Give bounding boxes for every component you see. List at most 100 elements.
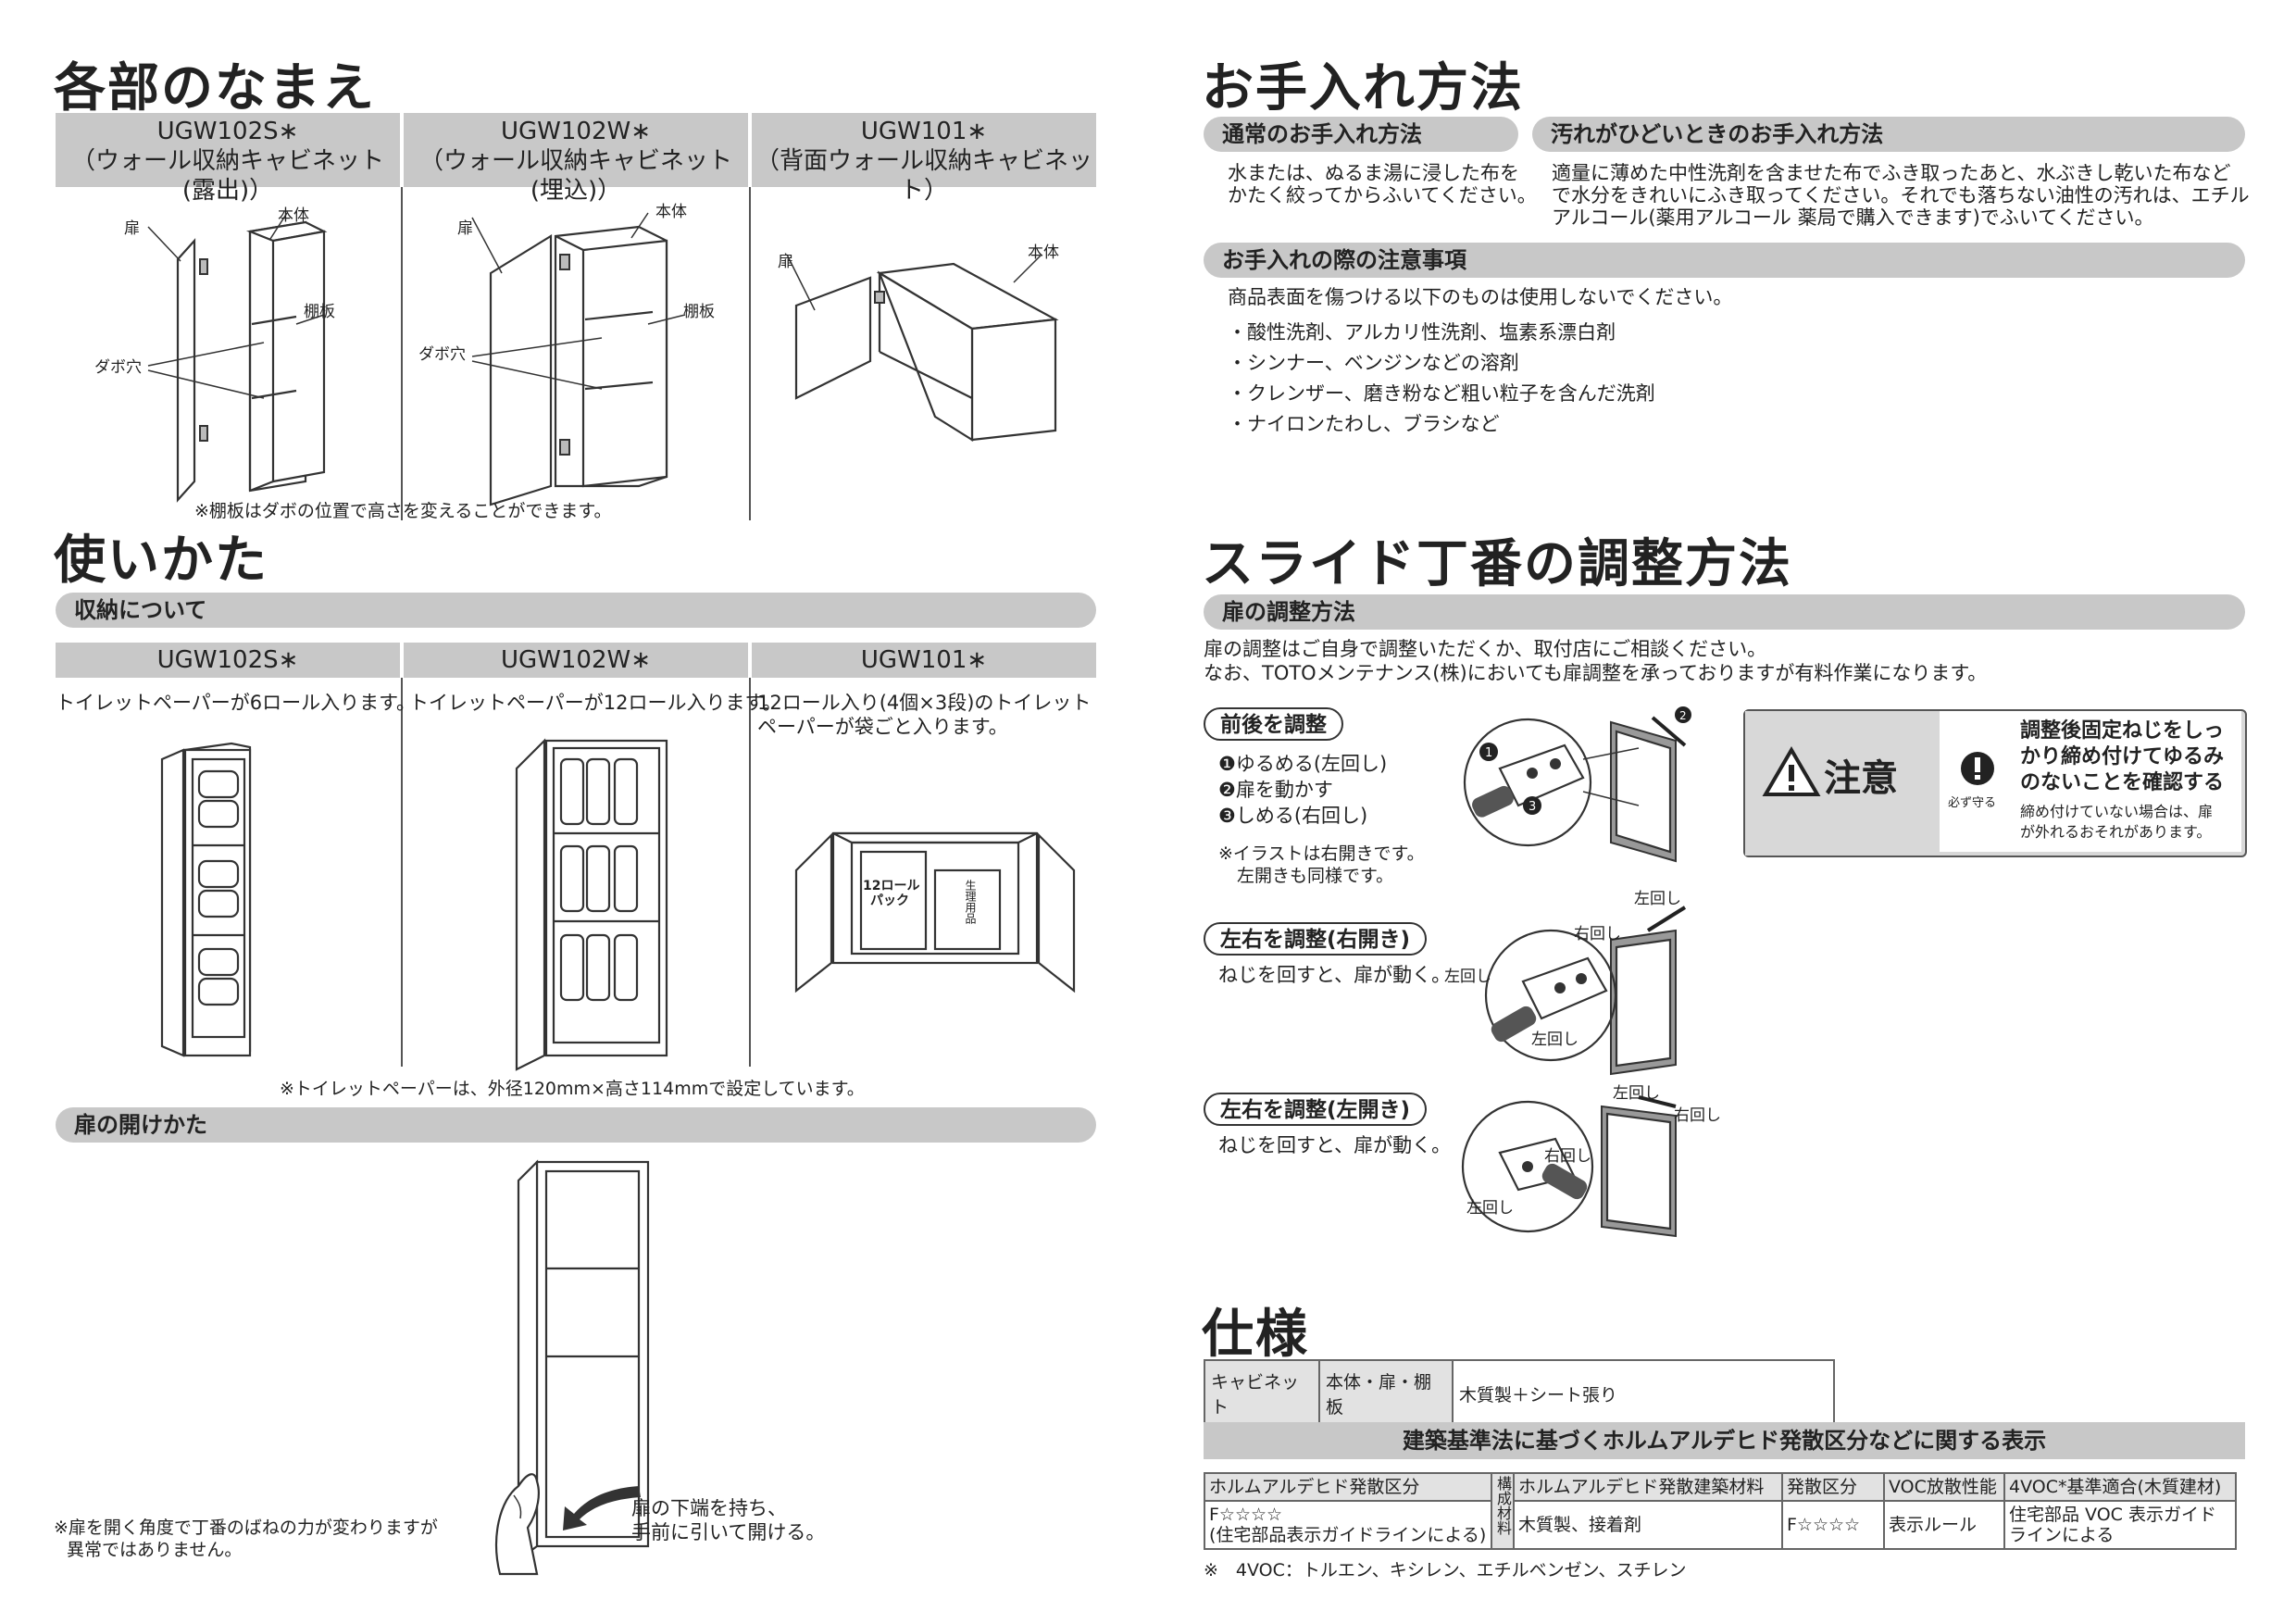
spec-cell: キャビネット — [1204, 1359, 1320, 1428]
fm-header: 構成材料 — [1491, 1472, 1515, 1550]
svg-text:1: 1 — [1485, 746, 1492, 760]
fm-header: ホルムアルデヒド発散建築材料 — [1513, 1472, 1783, 1502]
model-name: （ウォール収納キャビネット(露出)） — [70, 147, 384, 205]
fm-header: 発散区分 — [1781, 1472, 1885, 1502]
spec-title: 仕様 — [1202, 1305, 1309, 1365]
pull-arrow-icon — [563, 1486, 641, 1530]
table-row: F☆☆☆☆ (住宅部品表示ガイドラインによる) 木質製、接着剤 F☆☆☆☆ 表示… — [1204, 1500, 2237, 1550]
fm-value-line2: ラインによる — [2009, 1525, 2115, 1545]
cabinet-ugw102w-illustration — [471, 212, 686, 506]
must-do-label: 必ず守る — [1948, 796, 1997, 810]
lr-left-open-text: ねじを回すと、扉が動く。 — [1218, 1134, 1452, 1156]
pack-label-line2: パック — [870, 893, 909, 908]
label-turn-right: 右回し — [1544, 1147, 1591, 1166]
storage-text-ugw101-line2: ペーパーが袋ごと入ります。 — [757, 716, 1008, 738]
model-name: （ウォール収納キャビネット(埋込)） — [418, 147, 732, 205]
label-shelf: 棚板 — [683, 303, 715, 321]
label-door: 扉 — [778, 253, 793, 271]
lr-right-open-tag: 左右を調整(右開き) — [1204, 922, 1428, 956]
door-open-instruction-line2: 手前に引いて開ける。 — [631, 1521, 826, 1543]
spec-cell: 本体・扉・棚板 — [1318, 1359, 1454, 1428]
fb-note-line2: 左開きも同様です。 — [1237, 866, 1394, 886]
hinge-title: スライド丁番の調整方法 — [1202, 534, 1792, 594]
warning-title: 注意 — [1824, 757, 1898, 800]
caution-item: ・ナイロンたわし、ブラシなど — [1228, 413, 1500, 435]
storage-header-ugw102s: UGW102S∗ — [56, 643, 400, 678]
caution-intro: 商品表面を傷つける以下のものは使用しないでください。 — [1228, 286, 1733, 308]
label-door: 扉 — [124, 219, 140, 238]
pack-label-line1: 12ロール — [863, 879, 920, 893]
normal-care-text-line2: かたく絞ってからふいてください。 — [1228, 184, 1537, 206]
caution-item: ・クレンザー、磨き粉など粗い粒子を含んだ洗剤 — [1228, 382, 1655, 405]
label-turn-left: 左回し — [1634, 890, 1681, 908]
fb-step-3: ❸しめる(右回し) — [1218, 805, 1368, 827]
fb-step-1: ❶ゆるめる(左回し) — [1218, 753, 1388, 775]
storage-ugw102s-illustration — [160, 742, 252, 1057]
label-dowel-hole: ダボ穴 — [418, 345, 466, 364]
fm-value: 表示ルール — [1883, 1500, 2005, 1550]
warning-main-line3: のないことを確認する — [2020, 771, 2225, 794]
caution-pill: お手入れの際の注意事項 — [1204, 243, 2245, 278]
usage-title: 使いかた — [54, 531, 268, 591]
lr-right-open-text: ねじを回すと、扉が動く。 — [1218, 964, 1452, 986]
fm-value-line1: F☆☆☆☆ — [1209, 1505, 1283, 1525]
spec-cell: 木質製＋シート張り — [1452, 1359, 1835, 1428]
heavy-dirt-text-line1: 適量に薄めた中性洗剤を含ませた布でふき取ったあと、水ぶきし乾いた布など — [1552, 162, 2231, 184]
hinge-lr-right-illustration — [1484, 906, 1687, 1076]
hand-icon — [494, 1473, 540, 1576]
label-turn-right: 右回し — [1674, 1106, 1721, 1125]
model-code: UGW101∗ — [860, 118, 988, 145]
label-body: 本体 — [1028, 244, 1059, 262]
care-title: お手入れ方法 — [1202, 58, 1524, 119]
door-open-note-line2: 異常ではありません。 — [67, 1540, 243, 1560]
model-header-ugw101: UGW101∗ （背面ウォール収納キャビネット） — [752, 113, 1096, 205]
model-header-ugw102s: UGW102S∗ （ウォール収納キャビネット(露出)） — [56, 113, 400, 205]
heavy-dirt-text-line3: アルコール(薬用アルコール 薬局で購入できます)でふいてください。 — [1552, 206, 2154, 229]
model-header-ugw102w: UGW102W∗ （ウォール収納キャビネット(埋込)） — [404, 113, 748, 205]
fm-header: 4VOC*基準適合(木質建材) — [2003, 1472, 2237, 1502]
svg-text:3: 3 — [1529, 800, 1536, 814]
label-body: 本体 — [278, 206, 309, 225]
warning-sub-line1: 締め付けていない場合は、扉 — [2020, 803, 2214, 820]
fm-value-line2: (住宅部品表示ガイドラインによる) — [1209, 1525, 1487, 1545]
normal-care-text-line1: 水または、ぬるま湯に浸した布を — [1228, 162, 1519, 184]
storage-ugw102w-illustration — [515, 738, 668, 1071]
storage-pill: 収納について — [56, 593, 1096, 628]
storage-header-ugw101: UGW101∗ — [752, 643, 1096, 678]
warning-sub-line2: が外れるおそれがあります。 — [2020, 823, 2212, 841]
parts-note: ※棚板はダボの位置で高さを変えることができます。 — [194, 501, 612, 521]
warning-main-line1: 調整後固定ねじをしっ — [2020, 719, 2225, 743]
formaldehyde-table: ホルムアルデヒド発散区分 構成材料 ホルムアルデヒド発散建築材料 発散区分 VO… — [1204, 1472, 2237, 1550]
normal-care-pill: 通常のお手入れ方法 — [1204, 117, 1518, 152]
fm-value: 木質製、接着剤 — [1513, 1500, 1783, 1550]
table-row: キャビネット 本体・扉・棚板 木質製＋シート張り — [1204, 1359, 1835, 1428]
label-turn-right: 左回し — [1531, 1031, 1578, 1049]
fm-value: F☆☆☆☆ — [1781, 1500, 1885, 1550]
model-name: （背面ウォール収納キャビネット） — [755, 147, 1092, 205]
label-body: 本体 — [655, 203, 687, 221]
storage-header-ugw102w: UGW102W∗ — [404, 643, 748, 678]
fb-step-2: ❷扉を動かす — [1218, 779, 1333, 801]
door-adjust-pill: 扉の調整方法 — [1204, 594, 2245, 630]
label-turn-right: 右回し — [1574, 925, 1621, 943]
hinge-lr-left-illustration — [1461, 1095, 1677, 1238]
label-door: 扉 — [457, 219, 473, 238]
door-adjust-text-line2: なお、TOTOメンテナンス(株)においても扉調整を承っておりますが有料作業になり… — [1204, 662, 1988, 684]
storage-text-ugw102s: トイレットペーパーが6ロール入ります。 — [56, 692, 417, 714]
fm-header: ホルムアルデヒド発散区分 — [1204, 1472, 1492, 1502]
column-divider — [401, 187, 403, 520]
fm-value: F☆☆☆☆ (住宅部品表示ガイドラインによる) — [1204, 1500, 1492, 1550]
label-turn-left: 左回し — [1613, 1084, 1660, 1103]
fm-header: VOC放散性能 — [1883, 1472, 2005, 1502]
label-dowel-hole: ダボ穴 — [94, 358, 142, 377]
column-divider — [749, 187, 751, 520]
caution-item: ・シンナー、ベンジンなどの溶剤 — [1228, 352, 1519, 374]
heavy-dirt-text-line2: で水分をきれいにふき取ってください。それでも落ちない油性の汚れは、エチル — [1552, 184, 2250, 206]
column-divider — [749, 678, 751, 1067]
column-divider — [401, 678, 403, 1067]
warning-main-line2: かり締め付けてゆるみ — [2020, 745, 2225, 768]
door-opening-illustration — [517, 1159, 650, 1563]
warning-text-area — [2015, 711, 2241, 852]
fb-note-line1: ※イラストは右開きです。 — [1218, 843, 1425, 864]
label-turn-left: 左回し — [1444, 968, 1491, 986]
